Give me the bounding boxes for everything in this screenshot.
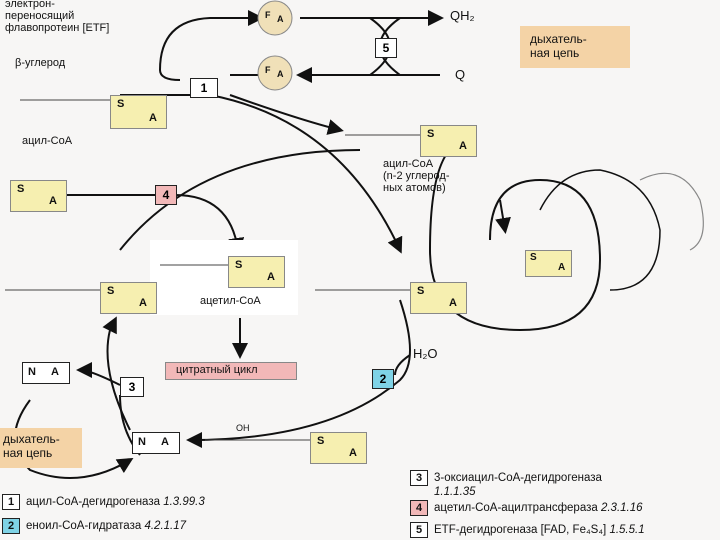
etf-fad-circle-top	[257, 0, 293, 36]
coa-a: A	[558, 262, 566, 273]
legend-name: ETF-дегидрогеназа [FAD, Fe₄S₄]	[434, 524, 607, 537]
fad-a-top: A	[277, 14, 284, 24]
step-5-box: 5	[375, 38, 397, 58]
fad-a-bottom: A	[277, 69, 284, 79]
spiral-2	[539, 169, 661, 291]
coa-s: S	[235, 259, 243, 271]
legend-item-1: 1 ацил-СоА-дегидрогеназа 1.3.99.3	[2, 494, 205, 510]
step-2-box: 2	[372, 369, 394, 389]
fad-f-bottom: F	[265, 65, 271, 75]
hydratase-arc	[186, 299, 411, 448]
to-nadh	[76, 362, 121, 386]
h2o-label: H₂O	[413, 346, 438, 361]
resp-chain-top-bg	[520, 26, 630, 68]
coa-tag-spiral: S A	[525, 250, 572, 277]
spiral-3	[639, 172, 704, 251]
acyl-coa-n2-label: ацил-СоА (n-2 углерод- ных атомов)	[383, 158, 450, 194]
nad-a: A	[161, 436, 169, 448]
citrate-cycle-label: цитратный цикл	[176, 364, 258, 376]
citrate-cycle-box: цитратный цикл	[165, 362, 297, 380]
coa-tag-free: S A	[10, 180, 67, 212]
nadh-box: N A	[22, 362, 70, 384]
resp-chain-left-label: дыхатель- ная цепь	[3, 432, 60, 460]
step1-to-enoyl	[209, 94, 403, 254]
nad-n: N	[138, 436, 146, 448]
legend-item-2: 2 еноил-СоА-гидратаза 4.2.1.17	[2, 518, 186, 534]
legend-num: 1	[2, 494, 20, 510]
coa-tag-enoyl: S A	[410, 282, 467, 314]
h2o-arrow	[394, 354, 411, 376]
legend-name: ацил-СоА-дегидрогеназа	[26, 496, 160, 509]
legend-name: 3-оксиацил-СоА-дегидрогеназа	[434, 472, 602, 485]
etf-fad-circle-bottom	[257, 55, 293, 91]
coa-a: A	[449, 297, 457, 309]
dehydrogenase-arc	[102, 316, 131, 431]
coa-a: A	[459, 140, 467, 152]
coa-tag-acyl: S A	[110, 95, 167, 129]
coa-tag-hydroxyacyl: S A	[310, 432, 367, 464]
etf-left-curve	[159, 69, 181, 81]
coa-s: S	[417, 285, 425, 297]
legend-ec: 2.3.1.16	[600, 502, 643, 515]
legend-ec: 1.1.1.35	[434, 486, 476, 498]
coa-s: S	[530, 252, 537, 263]
qh2-label: QH₂	[450, 8, 475, 23]
coa-s: S	[117, 98, 125, 110]
legend-ec: 1.3.99.3	[163, 496, 205, 509]
beta-carbon-label: β-углерод	[15, 57, 66, 69]
spiral-1	[428, 139, 602, 332]
fad-f-top: F	[265, 10, 271, 20]
coa-a: A	[349, 447, 357, 459]
coa-tag-ketoacyl: S A	[100, 282, 157, 314]
coa-a: A	[139, 297, 147, 309]
coa-tag-acetyl: S A	[228, 256, 285, 288]
etf-arrow-top	[159, 10, 264, 71]
thiolase-arc	[119, 149, 361, 251]
step-3-box: 3	[120, 377, 144, 397]
coa-a: A	[267, 271, 275, 283]
legend-num: 2	[2, 518, 20, 534]
step-1-box: 1	[190, 78, 218, 98]
legend-ec: 4.2.1.17	[144, 520, 187, 533]
nad-n: N	[28, 366, 36, 378]
coa-a: A	[149, 112, 157, 124]
coa-a: A	[49, 195, 57, 207]
nad-a: A	[51, 366, 59, 378]
resp-chain-loop	[14, 399, 134, 479]
legend-item-5: 5 ETF-дегидрогеназа [FAD, Fe₄S₄] 1.5.5.1	[410, 522, 645, 538]
etf-label: электрон- переносящий флавопротеин [ETF]	[5, 0, 110, 34]
nad-box: N A	[132, 432, 180, 454]
legend-item-4: 4 ацетил-СоА-ацилтрансфераза 2.3.1.16	[410, 500, 643, 516]
resp-chain-left-bg	[0, 428, 82, 468]
spiral-arrow	[495, 199, 511, 234]
acyl-coa-label: ацил-СоА	[22, 135, 73, 147]
acetyl-coa-label: ацетил-СоА	[200, 295, 261, 307]
coa-s: S	[427, 128, 435, 140]
resp-chain-top-label: дыхатель- ная цепь	[530, 32, 587, 60]
coa-s: S	[107, 285, 115, 297]
q-label: Q	[455, 67, 466, 82]
step-4-box: 4	[155, 185, 177, 205]
legend-num: 4	[410, 500, 428, 516]
to-acyl-n2	[229, 94, 344, 135]
legend-num: 3	[410, 470, 428, 486]
legend-name: еноил-СоА-гидратаза	[26, 520, 142, 533]
coa-tag-acyl-n2: S A	[420, 125, 477, 157]
coa-s: S	[17, 183, 25, 195]
step4-to-acetyl	[174, 194, 245, 254]
coa-s: S	[317, 435, 325, 447]
oh-label: OH	[236, 423, 250, 433]
legend-ec: 1.5.5.1	[609, 524, 645, 537]
legend-num: 5	[410, 522, 428, 538]
legend-name: ацетил-СоА-ацилтрансфераза	[434, 502, 598, 515]
